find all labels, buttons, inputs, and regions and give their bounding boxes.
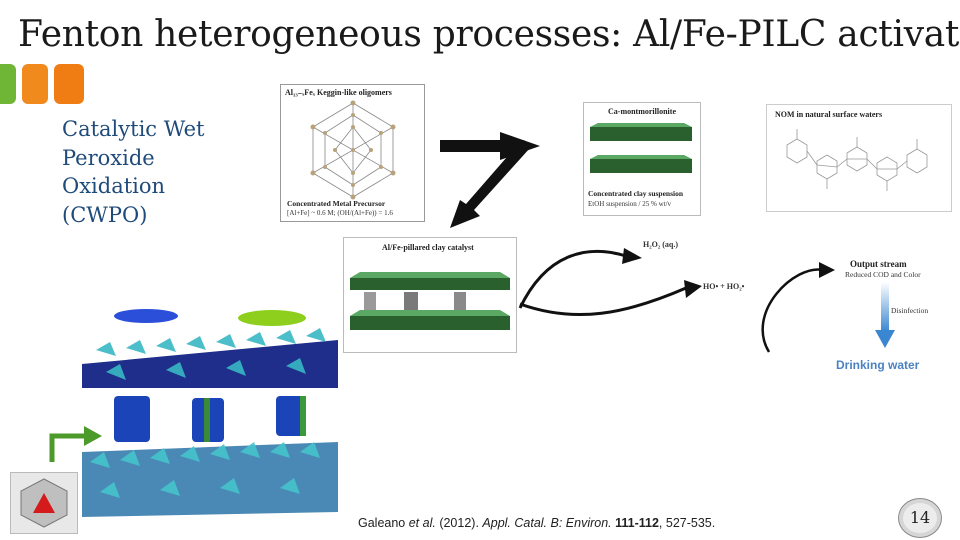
side-line-4: (CWPO) xyxy=(62,202,148,227)
keggin-params: [Al+Fe] ~ 0.6 M; (OH/(Al+Fe)) = 1.6 xyxy=(287,209,393,217)
decor-square-orange-2 xyxy=(54,64,84,104)
nom-title: NOM in natural surface waters xyxy=(775,110,883,119)
side-line-2: Peroxide xyxy=(62,145,155,170)
clay-title: Ca-montmorillonite xyxy=(608,107,676,116)
h2o2-curve-arrow xyxy=(518,248,642,309)
keggin-title: Al₁₃₋ₓFeₓ Keggin-like oligomers xyxy=(285,88,392,97)
radicals-label: HO• + HO₂• xyxy=(703,282,745,291)
catalyst-title: Al/Fe-pillared clay catalyst xyxy=(382,243,474,252)
cwpo-label: Catalytic Wet Peroxide Oxidation (CWPO) xyxy=(62,115,262,229)
keggin-thumbnail-icon xyxy=(20,478,68,528)
bent-arrow-icon xyxy=(49,426,102,462)
citation-volume: 111-112 xyxy=(611,516,659,530)
output-curve-arrow xyxy=(761,262,835,353)
pillared-structure-3d xyxy=(82,309,338,517)
disinfection-label: Disinfection xyxy=(891,306,929,315)
citation: Galeano et al. (2012). Appl. Catal. B: E… xyxy=(358,516,715,530)
drinking-water-label: Drinking water xyxy=(836,358,920,372)
citation-etal: et al. xyxy=(408,516,436,530)
clay-panel: Ca-montmorillonite Ca²⁺ Ca²⁺ Concentrate… xyxy=(583,102,701,216)
slide-title: Fenton heterogeneous processes: Al/Fe-PI… xyxy=(18,14,960,55)
output-note: Reduced COD and Color xyxy=(845,270,921,279)
citation-pages: , 527-535. xyxy=(658,516,716,530)
disinfection-arrow xyxy=(875,282,895,348)
citation-year: (2012). xyxy=(435,516,483,530)
cation-left: Ca²⁺ xyxy=(606,143,623,152)
decor-square-orange xyxy=(22,64,48,104)
clay-params: EtOH suspension / 25 % wt/v xyxy=(588,200,672,208)
decor-square-green xyxy=(0,64,16,104)
nom-molecule xyxy=(786,129,928,191)
keggin-panel: Al₁₃₋ₓFeₓ Keggin-like oligomers Concentr… xyxy=(280,84,425,222)
citation-authors: Galeano xyxy=(358,516,409,530)
output-title: Output stream xyxy=(850,259,907,269)
keggin-structure xyxy=(310,100,396,200)
citation-journal: Appl. Catal. B: Environ. xyxy=(482,516,612,530)
radical-curve-arrow xyxy=(519,280,702,317)
h2o2-label: H₂O₂ (aq.) xyxy=(643,240,679,249)
keggin-thumbnail xyxy=(10,472,78,534)
side-line-3: Oxidation xyxy=(62,174,166,198)
clay-caption: Concentrated clay suspension xyxy=(588,189,684,198)
catalyst-panel: Al/Fe-pillared clay catalyst xyxy=(343,237,517,353)
page-number: 14 xyxy=(898,498,942,538)
arrow-down-left-black xyxy=(450,140,530,228)
pillared-clay xyxy=(350,272,510,330)
nom-panel: NOM in natural surface waters xyxy=(766,104,952,212)
cation-right: Ca²⁺ xyxy=(638,143,655,152)
clay-layers xyxy=(590,123,692,173)
keggin-caption: Concentrated Metal Precursor xyxy=(287,199,386,208)
side-line-1: Catalytic Wet xyxy=(62,117,205,141)
